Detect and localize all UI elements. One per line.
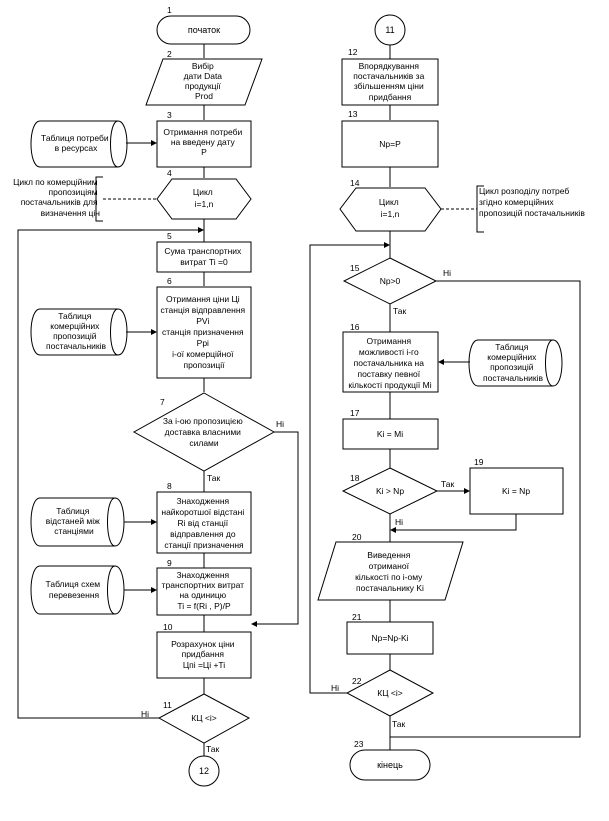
block-22-label: КЦ <i>	[377, 688, 402, 698]
block-15-label: Np>0	[380, 276, 401, 286]
data-store-suppliers-label: Таблиця комерційних пропозицій постачаль…	[483, 342, 544, 383]
block-11-yes-label: Так	[206, 744, 220, 754]
block-7-label: За i-ою пропозицією доставка власними си…	[163, 416, 245, 448]
block-22-yes-label: Так	[392, 719, 406, 729]
connector-12-label: 12	[199, 766, 209, 776]
block-18-number: 18	[350, 473, 360, 483]
block-17-k-assign: 17 Ki = Mi	[342, 408, 439, 450]
block-20-number: 20	[352, 532, 362, 542]
block-23-number: 23	[354, 739, 364, 749]
block-9-number: 9	[167, 558, 172, 568]
block-20-label: Виведення отриманої кількості по i-ому п…	[355, 550, 425, 593]
block-16-number: 16	[350, 322, 360, 332]
comment-loop-left: Цикл по комерційним пропозиціям постачал…	[13, 176, 157, 222]
block-10-purchase-price: 10 Розрахунок ціни придбання Цпi =Цi +Ti	[156, 622, 252, 679]
block-18-label: Ki > Np	[376, 486, 404, 496]
block-15-yes-label: Так	[393, 306, 407, 316]
block-15-decision-np: 15 Np>0	[342, 257, 438, 305]
block-18-yes-label: Так	[441, 479, 455, 489]
block-1-number: 1	[167, 5, 172, 15]
block-13-np-assign: 13 Np=P	[341, 109, 439, 168]
block-18-decision-k-np: 18 Ki > Np	[341, 467, 439, 515]
block-12-label: Впорядкування постачальників за збільшен…	[353, 61, 426, 102]
block-10-number: 10	[163, 622, 173, 632]
block-17-number: 17	[350, 408, 360, 418]
block-21-label: Np=Np-Ki	[371, 633, 408, 643]
connector-12: 12	[188, 755, 220, 787]
block-18-no-label: Ні	[395, 517, 403, 527]
block-19-label: Ki = Np	[502, 486, 530, 496]
block-19-k-np: 19 Ki = Np	[469, 457, 564, 515]
block-9-transport-costs: 9 Знаходження транспортних витрат на оди…	[156, 558, 252, 616]
block-6-get-price: 6 Отримання ціни Цi станція відправлення…	[156, 276, 252, 379]
data-store-needs: Таблиця потреби в ресурсах	[30, 120, 128, 168]
comment-loop-right-label: Цикл розподілу потреб згідно комерційних…	[479, 186, 585, 218]
data-store-distances: Таблиця відстаней між станціями	[30, 497, 125, 547]
block-14-loop: 14 Цикл i=1,n	[339, 178, 442, 232]
block-16-label: Отримання можливості i-го постачальника …	[348, 336, 431, 390]
block-4-number: 4	[167, 168, 172, 178]
block-11-number: 11	[163, 700, 172, 710]
block-22-number: 22	[352, 676, 362, 686]
connector-11-label: 11	[385, 25, 394, 35]
block-23-label: кінець	[377, 760, 403, 770]
block-8-number: 8	[167, 481, 172, 491]
block-21-number: 21	[352, 612, 362, 622]
block-7-decision-own-delivery: 7 За i-ою пропозицією доставка власними …	[132, 392, 276, 472]
comment-loop-right: Цикл розподілу потреб згідно комерційних…	[441, 185, 585, 233]
connector-11: 11	[374, 14, 406, 46]
block-10-label: Розрахунок ціни придбання Цпi =Цi +Ti	[171, 639, 237, 670]
block-6-label: Отримання ціни Цi станція відправлення P…	[161, 294, 248, 370]
block-12-sort-suppliers: 12 Впорядкування постачальників за збіль…	[341, 47, 439, 106]
block-7-no-label: Ні	[276, 419, 284, 429]
block-1-start: 1 початок	[156, 5, 251, 45]
block-8-label: Знаходження найкоротшої відстані Ri від …	[161, 496, 246, 550]
data-store-suppliers: Таблиця комерційних пропозицій постачаль…	[468, 339, 563, 387]
block-1-label: початок	[188, 25, 220, 35]
block-22-loop-end: 22 КЦ <i>	[345, 669, 435, 717]
block-14-number: 14	[350, 178, 360, 188]
data-store-transport-label: Таблиця схем перевезення	[46, 579, 103, 600]
data-store-offers: Таблиця комерційних пропозицій постачаль…	[30, 308, 128, 356]
data-store-offers-label: Таблиця комерційних пропозицій постачаль…	[46, 311, 107, 351]
block-23-end: 23 кінець	[349, 739, 431, 781]
block-5-number: 5	[167, 231, 172, 241]
block-11-no-label: Ні	[141, 709, 149, 719]
block-11-loop-end: 11 КЦ <i>	[157, 693, 251, 744]
block-3-label: Отримання потреби на введену дату P	[163, 127, 244, 157]
block-16-supplier-capacity: 16 Отримання можливості i-го постачальни…	[342, 322, 439, 393]
block-7-number: 7	[160, 397, 165, 407]
block-9-label: Знаходження транспортних витрат на одини…	[162, 570, 247, 611]
data-store-distances-label: Таблиця відстаней між станціями	[46, 506, 102, 536]
block-7-yes-label: Так	[207, 473, 221, 483]
block-15-number: 15	[350, 263, 360, 273]
block-2-input: 2 Вибір дати Data продукції Prod	[145, 49, 263, 106]
block-13-label: Np=P	[379, 139, 401, 149]
block-13-number: 13	[348, 109, 358, 119]
block-14-label: Цикл i=1,n	[379, 197, 401, 219]
block-8-shortest-distance: 8 Знаходження найкоротшої відстані Ri ві…	[156, 481, 252, 554]
block-2-number: 2	[167, 49, 172, 59]
block-19-number: 19	[474, 457, 484, 467]
block-5-transport-sum: 5 Сума транспортних витрат Ti =0	[156, 231, 252, 273]
block-4-loop: 4 Цикл i=1,n	[156, 168, 252, 220]
block-4-label: Цикл i=1,n	[193, 187, 215, 209]
block-11-label: КЦ <i>	[191, 713, 216, 723]
block-17-label: Ki = Mi	[377, 429, 403, 439]
block-22-no-label: Ні	[331, 683, 339, 693]
data-store-transport: Таблиця схем перевезення	[30, 565, 125, 615]
block-2-label: Вибір дати Data продукції Prod	[184, 61, 225, 101]
block-5-label: Сума транспортних витрат Ti =0	[164, 246, 243, 267]
block-3-number: 3	[167, 110, 172, 120]
block-6-number: 6	[167, 276, 172, 286]
data-store-needs-label: Таблиця потреби в ресурсах	[41, 133, 111, 153]
block-12-number: 12	[348, 47, 358, 57]
comment-loop-left-label: Цикл по комерційним пропозиціям постачал…	[13, 177, 100, 218]
block-20-output: 20 Виведення отриманої кількості по i-ом…	[317, 532, 464, 601]
block-15-no-label: Ні	[443, 268, 451, 278]
